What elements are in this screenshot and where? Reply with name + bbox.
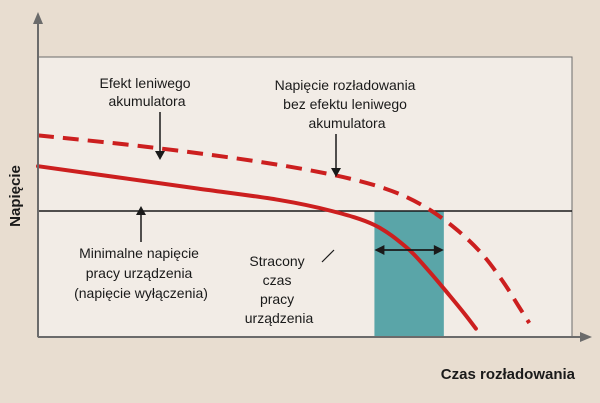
series-line-solid [36,164,478,331]
lost-time-arrow-right-head [433,245,444,255]
y-axis-title: Napięcie [7,165,24,227]
pointer-min-voltage-head [136,206,146,215]
series-layer [36,133,531,331]
annotation-lost-time-line: czas [263,272,292,288]
lost-time-arrow-left-head [374,245,385,255]
series-line-dashed [37,133,531,325]
annotation-lost-time-line: urządzenia [245,310,314,326]
pointer-lazy-effect-head [155,151,165,160]
lost-time-leader [321,249,335,263]
annotation-min-voltage-line: pracy urządzenia [86,265,193,281]
annotation-lazy-effect: Efekt leniwego akumulatora [100,75,195,109]
annotation-lazy-effect-line: akumulatora [108,93,185,109]
annotation-lost-time-line: pracy [260,291,294,307]
annotation-discharge-without-line: akumulatora [308,115,385,131]
annotation-discharge-without-line: bez efektu leniwego [283,96,407,112]
plot-area [37,56,573,338]
x-axis-title: Czas rozładowania [441,366,576,383]
annotation-discharge-without: Napięcie rozładowania bez efektu leniweg… [275,77,420,131]
annotation-lost-time: Stracony czas pracy urządzenia [245,253,314,326]
annotation-lazy-effect-line: Efekt leniwego [100,75,191,91]
y-axis-arrow [33,12,43,24]
annotation-min-voltage: Minimalne napięcie pracy urządzenia (nap… [74,245,208,301]
annotation-min-voltage-line: (napięcie wyłączenia) [74,285,208,301]
x-axis-arrow [580,332,592,342]
pointer-discharge-without-head [331,168,341,177]
annotation-pointers [136,112,444,263]
annotation-min-voltage-line: Minimalne napięcie [79,245,199,261]
annotation-lost-time-line: Stracony [249,253,304,269]
annotation-discharge-without-line: Napięcie rozładowania [275,77,416,93]
